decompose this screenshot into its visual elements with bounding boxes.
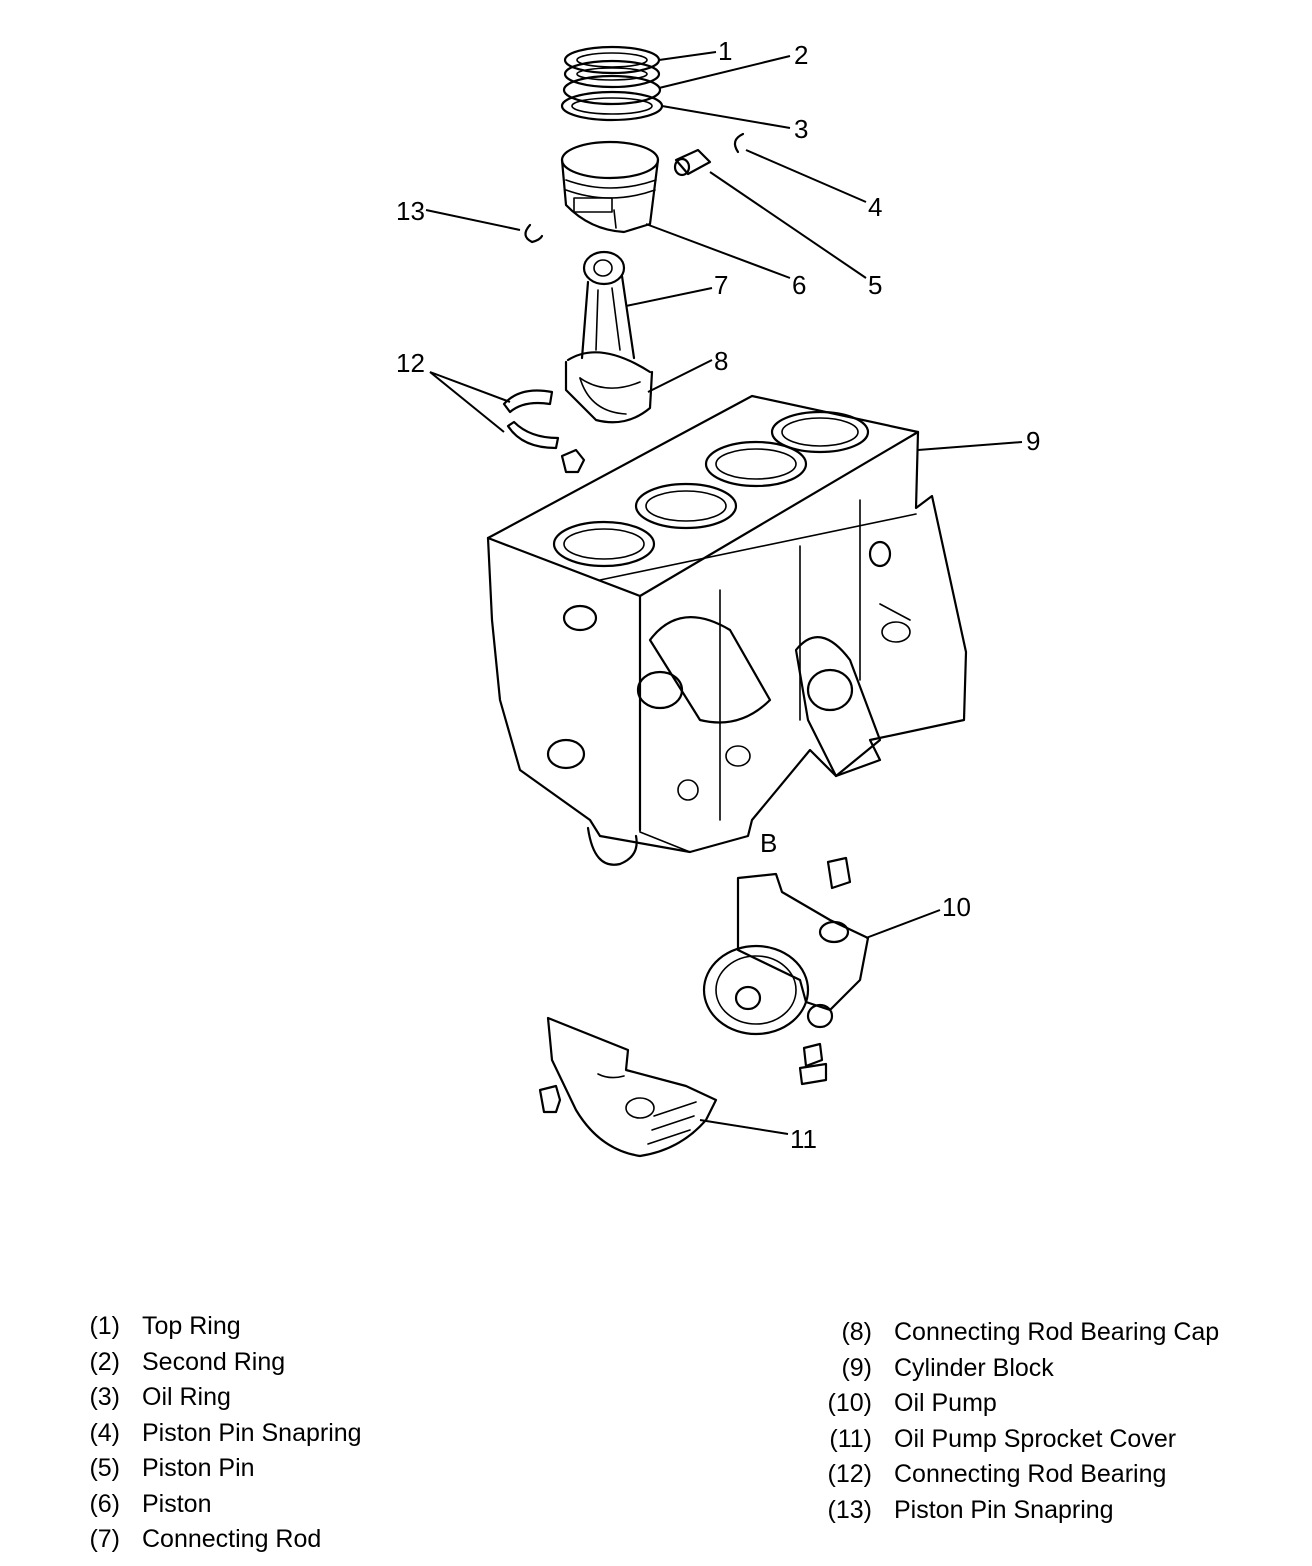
legend-label: Second Ring: [142, 1347, 286, 1376]
piston-rings: [560, 45, 664, 122]
block-mark: B: [760, 828, 777, 858]
legend-number: (9): [841, 1353, 872, 1382]
legend-item: (11) Oil Pump Sprocket Cover: [820, 1422, 1219, 1458]
piston-pin-snapring-2: [524, 223, 544, 244]
legend-left: (1) Top Ring (2) Second Ring (3) Oil Ring (…: [86, 1309, 362, 1558]
legend-item: (2) Second Ring: [86, 1345, 362, 1381]
legend-label: Piston: [142, 1489, 212, 1518]
callout-11: 11: [790, 1124, 817, 1154]
legend-number: (13): [827, 1495, 872, 1524]
legend-label: Oil Ring: [142, 1383, 231, 1411]
piston-pin: [673, 148, 712, 177]
callout-3: 3: [794, 114, 808, 144]
legend-item: (6) Piston: [86, 1487, 362, 1523]
legend-number: (8): [841, 1318, 872, 1346]
legend-item: (9) Cylinder Block: [820, 1351, 1219, 1387]
legend-item: (1) Top Ring: [86, 1309, 362, 1345]
legend-label: Cylinder Block: [894, 1353, 1054, 1382]
legend-item: (3) Oil Ring: [86, 1380, 362, 1416]
connecting-rod: [566, 250, 652, 374]
connecting-rod-bearing-cap: [564, 360, 654, 424]
legend-item: (7) Connecting Rod: [86, 1522, 362, 1558]
callout-12: 12: [396, 348, 425, 378]
callout-13: 13: [396, 196, 425, 226]
legend-number: (4): [89, 1418, 120, 1447]
callout-6: 6: [792, 270, 806, 300]
legend-item: (13) Piston Pin Snapring: [820, 1493, 1219, 1529]
piston-pin-snapring: [733, 132, 745, 154]
legend-number: (7): [89, 1525, 120, 1553]
legend-number: (5): [89, 1454, 120, 1482]
legend-label: Connecting Rod: [142, 1525, 322, 1553]
callout-7: 7: [714, 270, 728, 300]
legend-item: (8) Connecting Rod Bearing Cap: [820, 1315, 1219, 1351]
connecting-rod-bearing: [502, 389, 586, 474]
legend-number: (12): [827, 1460, 872, 1488]
callout-1: 1: [718, 36, 732, 66]
legend-label: Oil Pump Sprocket Cover: [894, 1424, 1177, 1453]
callout-numbers: 1 2 3 4 5 6 7 8 9 10 11 12 13 B: [396, 36, 1040, 1154]
legend-label: Piston Pin: [142, 1454, 255, 1482]
legend-number: (3): [89, 1383, 120, 1411]
legend-number: (2): [89, 1347, 120, 1376]
piston: [560, 140, 660, 234]
legend-number: (10): [827, 1389, 872, 1417]
callout-8: 8: [714, 346, 728, 376]
exploded-view-diagram: 1 2 3 4 5 6 7 8 9 10 11 12 13 B: [396, 36, 1040, 1158]
cylinder-block: [486, 394, 968, 866]
oil-pump-sprocket-cover: [538, 1016, 718, 1158]
legend-label: Oil Pump: [894, 1389, 997, 1417]
callout-9: 9: [1026, 426, 1040, 456]
callout-5: 5: [868, 270, 882, 300]
legend-label: Piston Pin Snapring: [142, 1418, 362, 1447]
callout-4: 4: [868, 192, 882, 222]
legend-number: (11): [829, 1424, 872, 1453]
legend-label: Connecting Rod Bearing: [894, 1460, 1167, 1488]
callout-2: 2: [794, 40, 808, 70]
legend-item: (10) Oil Pump: [820, 1386, 1219, 1422]
callout-10: 10: [942, 892, 971, 922]
legend-item: (5) Piston Pin: [86, 1451, 362, 1487]
legend-label: Connecting Rod Bearing Cap: [894, 1318, 1220, 1346]
legend-item: (4) Piston Pin Snapring: [86, 1416, 362, 1452]
legend-number: (1): [89, 1312, 120, 1340]
oil-pump: [702, 856, 870, 1086]
legend-item: (12) Connecting Rod Bearing: [820, 1457, 1219, 1493]
legend-right: (8) Connecting Rod Bearing Cap (9) Cylinde…: [820, 1315, 1220, 1529]
leader-lines: [425, 51, 1023, 1135]
legend-number: (6): [89, 1489, 120, 1518]
legend-label: Piston Pin Snapring: [894, 1495, 1114, 1524]
legend-label: Top Ring: [142, 1312, 241, 1340]
